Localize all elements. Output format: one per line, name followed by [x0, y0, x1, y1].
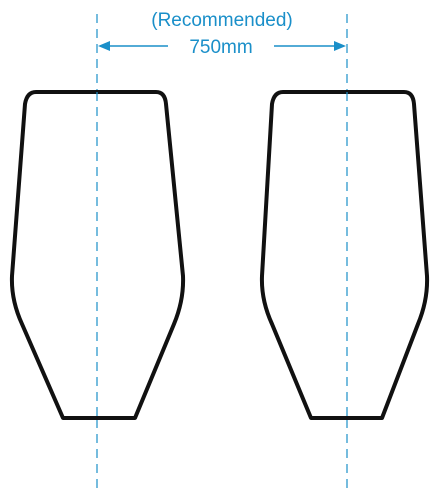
left-seat-outline	[9, 90, 186, 420]
right-seat-outline	[259, 90, 430, 420]
arrowhead-right-icon	[334, 41, 346, 51]
arrowhead-left-icon	[98, 41, 110, 51]
recommended-label: (Recommended)	[151, 10, 293, 31]
distance-label: 750mm	[189, 37, 252, 58]
